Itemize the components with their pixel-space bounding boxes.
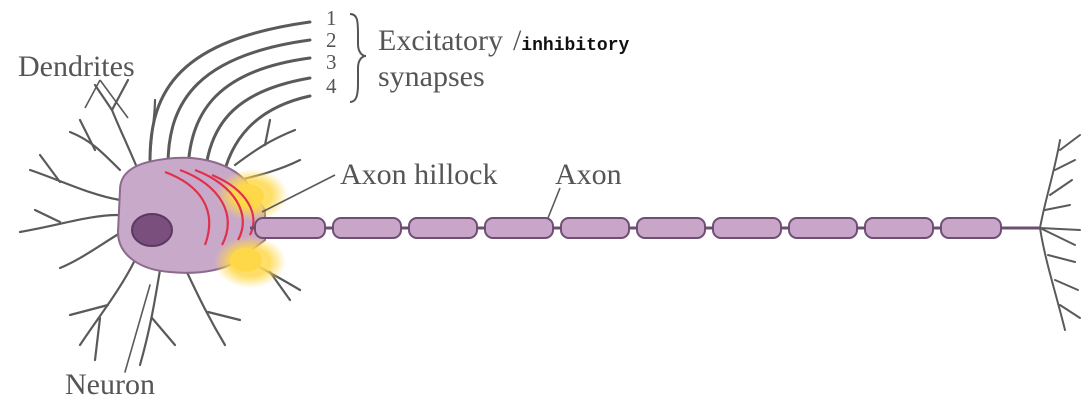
synapse-number-1: 1: [326, 6, 337, 30]
synapse-number-4: 4: [326, 74, 337, 98]
synapse-number-2: 2: [326, 28, 337, 52]
synapse-brace: [349, 13, 367, 103]
slash-separator: /: [512, 24, 522, 57]
nucleus: [131, 213, 173, 247]
dendrites: [18, 78, 302, 373]
synapses-label: synapses: [378, 60, 485, 93]
axon-pointer: [547, 187, 561, 219]
myelin-sheath: [254, 217, 1002, 239]
axon-label: Axon: [555, 158, 622, 191]
dendrites-label: Dendrites: [18, 50, 135, 83]
dendrites-pointers: [84, 79, 129, 119]
neuron-label: Neuron: [65, 368, 155, 401]
axon-terminal: [1039, 134, 1081, 331]
inhibitory-label: inhibitory: [521, 36, 630, 56]
axon-hillock-label: Axon hillock: [340, 158, 498, 191]
excitatory-label: Excitatory: [378, 24, 503, 57]
synapse-lines: [148, 20, 312, 184]
synapse-number-3: 3: [326, 50, 337, 74]
synapse-type-label: Excitatory /inhibitory: [378, 26, 629, 56]
axon-hillock-pointer: [261, 174, 336, 213]
